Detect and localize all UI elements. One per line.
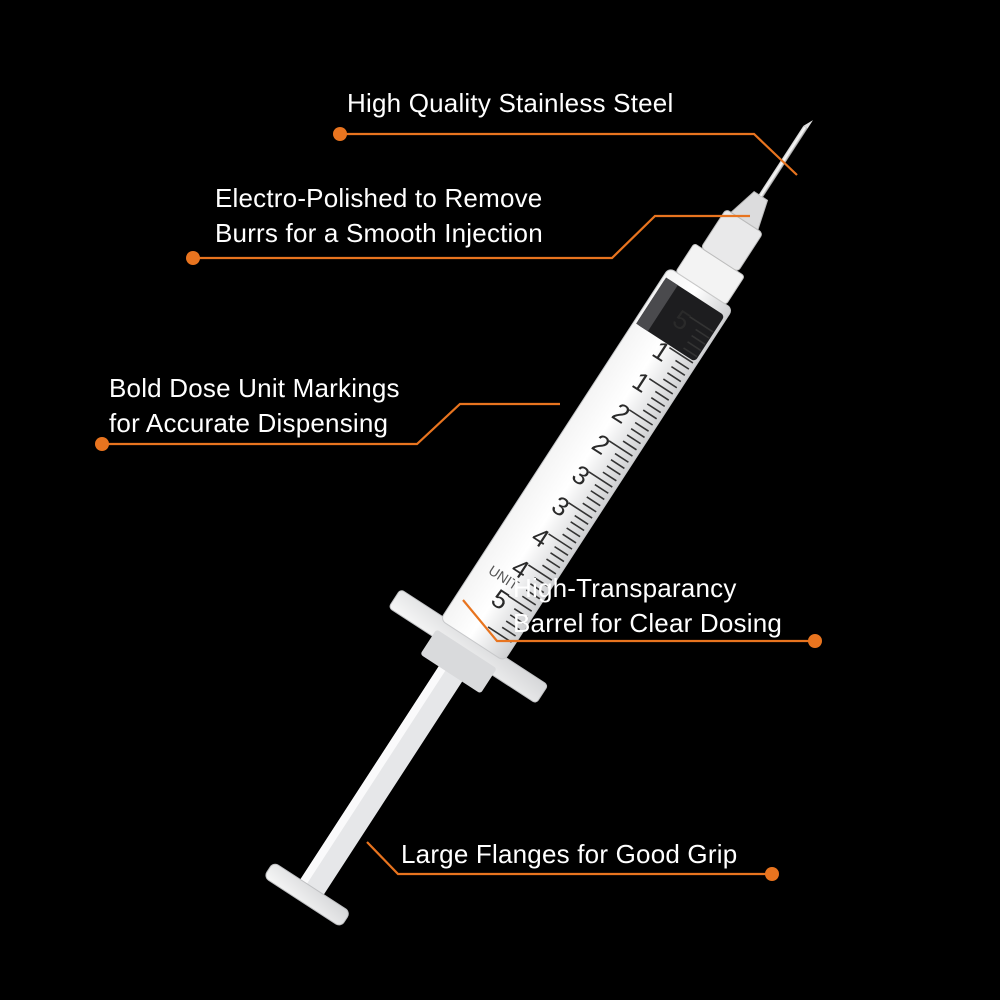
graduation-tick: [608, 440, 633, 457]
graduation-tick: [689, 315, 714, 333]
graduation-tick: [590, 490, 605, 501]
callout-polished-line1: Electro-Polished to Remove: [215, 183, 543, 213]
graduation-tick: [695, 328, 710, 339]
graduation-tick: [630, 428, 645, 439]
graduation-tick: [527, 564, 553, 581]
flanges-dot: [765, 867, 779, 881]
graduation-tick: [513, 608, 529, 619]
graduation-tick: [507, 595, 533, 612]
graduation-tick: [501, 626, 517, 637]
callout-steel: High Quality Stainless Steel: [347, 86, 673, 121]
graduation-tick: [582, 502, 597, 513]
graduation-tick: [505, 620, 521, 631]
graduation-tick: [566, 527, 581, 538]
callout-markings: Bold Dose Unit Markings for Accurate Dis…: [109, 371, 400, 441]
graduation-tick: [509, 614, 525, 625]
barrel-leader-line: [462, 599, 815, 643]
graduation-tick: [588, 471, 613, 488]
graduation-tick: [570, 521, 585, 532]
graduation-tick: [646, 403, 662, 414]
graduation-tick: [548, 533, 573, 550]
graduation-tick: [533, 576, 549, 588]
graduation-tick: [654, 390, 670, 401]
graduation-ticks: [487, 315, 714, 643]
steel-dot: [333, 127, 347, 141]
callout-flanges: Large Flanges for Good Grip: [401, 837, 737, 872]
barrel-dot: [808, 634, 822, 648]
callout-barrel-line1: High-Transparancy: [513, 573, 737, 603]
callout-lines: [102, 132, 815, 876]
graduation-tick: [574, 514, 589, 525]
polished-leader-line: [193, 214, 750, 260]
graduation-tick: [662, 378, 678, 389]
graduation-tick: [562, 533, 577, 544]
graduation-tick: [626, 434, 641, 445]
graduation-tick: [521, 595, 537, 606]
polished-dot: [186, 251, 200, 265]
plunger-rod: [298, 609, 499, 899]
graduation-tick: [668, 347, 694, 364]
graduation-tick: [550, 552, 565, 563]
graduation-tick: [622, 440, 637, 451]
graduation-tick: [691, 334, 706, 345]
callout-markings-line1: Bold Dose Unit Markings: [109, 373, 400, 403]
callout-barrel-line2: Barrel for Clear Dosing: [513, 608, 783, 638]
graduation-tick: [671, 365, 686, 377]
graduation-tick: [542, 564, 557, 575]
callout-polished: Electro-Polished to Remove Burrs for a S…: [215, 181, 543, 251]
graduation-tick: [525, 589, 541, 600]
thumb-press: [265, 863, 349, 926]
graduation-tick: [634, 421, 650, 432]
graduation-tick: [546, 558, 561, 569]
callout-flanges-text: Large Flanges for Good Grip: [401, 839, 738, 869]
callout-markings-line2: for Accurate Dispensing: [109, 408, 389, 438]
graduation-tick: [487, 626, 512, 643]
graduation-tick: [586, 496, 601, 507]
callout-steel-text: High Quality Stainless Steel: [347, 88, 674, 118]
flange-hub: [421, 630, 496, 693]
graduation-tick: [648, 378, 674, 395]
graduation-tick: [666, 372, 682, 383]
graduation-tick: [687, 341, 702, 352]
graduation-tick: [606, 465, 621, 476]
callout-dots: [95, 127, 822, 881]
graduation-tick: [642, 409, 658, 420]
flanges-leader-line: [366, 841, 772, 876]
graduation-tick: [602, 471, 617, 482]
graduation-tick: [568, 502, 593, 519]
graduation-tick: [683, 347, 698, 358]
graduation-tick: [594, 483, 609, 494]
graduation-tick: [610, 459, 625, 470]
graduation-tick: [628, 409, 654, 426]
graduation-tick: [650, 396, 666, 408]
graduation-tick: [614, 452, 629, 463]
markings-dot: [95, 437, 109, 451]
markings-leader-line: [102, 402, 560, 446]
callout-polished-line2: Burrs for a Smooth Injection: [215, 218, 543, 248]
callout-barrel: High-Transparancy Barrel for Clear Dosin…: [513, 571, 782, 641]
graduation-tick: [554, 545, 569, 556]
graduation-tick: [675, 359, 690, 370]
steel-leader-line: [340, 132, 798, 176]
graduation-tick: [529, 583, 545, 594]
